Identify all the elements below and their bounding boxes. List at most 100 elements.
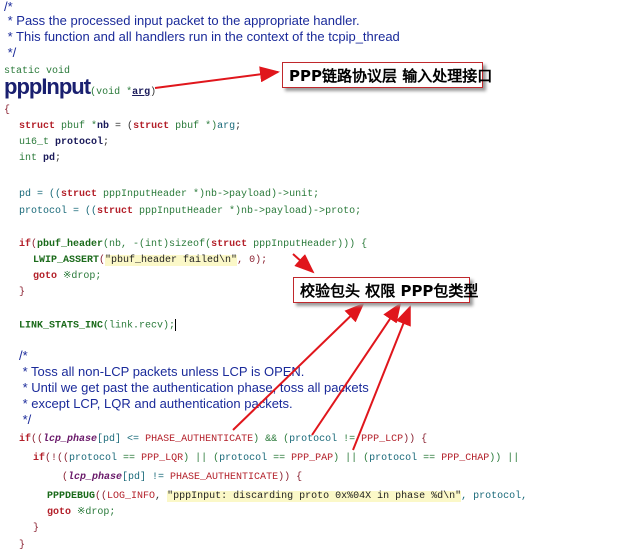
- code-line: if((lcp_phase[pd] <= PHASE_AUTHENTICATE)…: [19, 433, 427, 447]
- code-token: LINK_STATS_INC: [19, 320, 104, 332]
- code-token: protocol: [55, 137, 104, 148]
- code-token: pbuf *: [55, 121, 98, 132]
- code-token: lcp_phase: [68, 472, 123, 483]
- code-line: {: [4, 104, 10, 118]
- code-line: goto ※drop;: [33, 270, 101, 284]
- code-token: PPP_LQR: [141, 453, 184, 464]
- code-token: ;: [55, 153, 62, 164]
- code-comment: * except LCP, LQR and authentication pac…: [19, 396, 293, 411]
- code-token: LWIP_ASSERT: [33, 255, 100, 266]
- code-token: if: [19, 434, 32, 445]
- code-token: PHASE_AUTHENTICATE: [145, 434, 254, 445]
- code-line: LINK_STATS_INC(link.recv);: [19, 319, 177, 334]
- code-line: pppInput(void *arg): [4, 76, 157, 100]
- code-line: * This function and all handlers run in …: [4, 30, 400, 47]
- code-comment: * Pass the processed input packet to the…: [4, 13, 360, 28]
- code-token: protocol: [289, 434, 338, 445]
- code-token: protocol: [369, 453, 418, 464]
- code-line: if(pbuf_header(nb, -(int)sizeof(struct p…: [19, 238, 367, 252]
- code-line: * Pass the processed input packet to the…: [4, 14, 360, 31]
- code-comment: * This function and all handlers run in …: [4, 29, 400, 44]
- code-token: PPPDEBUG: [47, 491, 96, 502]
- code-token: pbuf_header: [37, 239, 104, 250]
- code-comment: */: [19, 412, 32, 427]
- code-token: (: [31, 239, 38, 250]
- code-token: nb: [97, 121, 110, 132]
- code-token: ==: [117, 453, 142, 464]
- arrow-to-protocol-lcp: [311, 302, 402, 436]
- code-token: )) ||: [489, 453, 520, 464]
- code-token: goto: [47, 507, 72, 518]
- code-line: }: [19, 539, 25, 553]
- code-line: LWIP_ASSERT("pbuf_header failed\n", 0);: [33, 254, 267, 268]
- code-line: u16_t protocol;: [19, 136, 109, 150]
- code-token: protocol: [219, 453, 268, 464]
- code-token: struct: [133, 121, 170, 132]
- code-token: ※drop;: [57, 271, 102, 282]
- code-line: }: [19, 286, 25, 300]
- code-line: (lcp_phase[pd] != PHASE_AUTHENTICATE)) {: [62, 471, 302, 485]
- code-token: ,: [155, 491, 168, 502]
- code-line: */: [4, 46, 17, 63]
- code-token: ※drop;: [71, 507, 116, 518]
- code-token: protocol = ((: [19, 206, 98, 217]
- code-token: pd = ((: [19, 189, 62, 200]
- code-token: {: [4, 105, 11, 116]
- code-comment: /*: [19, 348, 28, 363]
- code-token: LOG_INFO: [107, 491, 156, 502]
- code-token: = (: [109, 121, 134, 132]
- code-token: ): [150, 87, 157, 98]
- code-line: /*: [19, 349, 28, 366]
- code-token: }: [19, 287, 26, 298]
- code-token: !=: [337, 434, 362, 445]
- code-token: ;: [235, 121, 242, 132]
- code-comment: * Toss all non-LCP packets unless LCP is…: [19, 364, 305, 379]
- code-token: ==: [267, 453, 292, 464]
- code-line: protocol = ((struct pppInputHeader *)nb-…: [19, 205, 361, 219]
- code-line: }: [33, 522, 39, 536]
- code-line: static void: [4, 65, 70, 79]
- text-cursor: [175, 319, 177, 331]
- code-token: PHASE_AUTHENTICATE: [170, 472, 279, 483]
- code-token: (link.recv);: [103, 320, 176, 332]
- code-token: PPP_PAP: [291, 453, 334, 464]
- code-token: (: [62, 472, 69, 483]
- code-token: (void *: [90, 87, 133, 98]
- code-token: "pppInput: discarding proto 0x%04X in ph…: [167, 491, 462, 502]
- code-comment: * Until we get past the authentication p…: [19, 380, 369, 395]
- code-token: ((: [31, 434, 44, 445]
- function-name: pppInput: [4, 74, 91, 99]
- arrow-to-callout1: [154, 66, 280, 89]
- code-token: arg: [132, 87, 151, 98]
- code-token: ) || (: [333, 453, 370, 464]
- code-token: )) {: [403, 434, 428, 445]
- code-line: pd = ((struct pppInputHeader *)nb->paylo…: [19, 188, 319, 202]
- code-token: ) || (: [183, 453, 220, 464]
- code-token: (nb, -(int)sizeof(: [103, 239, 212, 250]
- callout-header-check: 校验包头 权限 PPP包类型: [293, 277, 478, 303]
- code-token: struct: [19, 121, 56, 132]
- code-token: pppInputHeader *)nb->payload)->unit;: [97, 189, 320, 200]
- arrow-to-protocol-types: [352, 305, 411, 451]
- code-token: protocol: [69, 453, 118, 464]
- code-token: ==: [417, 453, 442, 464]
- code-token: , 0);: [237, 255, 268, 266]
- code-token: int: [19, 153, 44, 164]
- code-comment: /*: [4, 0, 13, 14]
- code-token: }: [33, 523, 40, 534]
- code-token: pbuf *): [169, 121, 218, 132]
- code-line: int pd;: [19, 152, 61, 166]
- code-token: if: [19, 239, 32, 250]
- code-token: arg: [217, 121, 236, 132]
- code-token: lcp_phase: [43, 434, 98, 445]
- code-token: PPP_CHAP: [441, 453, 490, 464]
- code-token: static void: [4, 66, 71, 77]
- code-token: ;: [103, 137, 110, 148]
- code-line: PPPDEBUG((LOG_INFO, "pppInput: discardin…: [47, 490, 527, 504]
- code-line: goto ※drop;: [47, 506, 115, 520]
- code-token: struct: [211, 239, 248, 250]
- code-token: pppInputHeader))) {: [247, 239, 368, 250]
- callout-ppp-input-interface: PPP链路协议层 输入处理接口: [282, 62, 492, 88]
- code-token: )) {: [278, 472, 303, 483]
